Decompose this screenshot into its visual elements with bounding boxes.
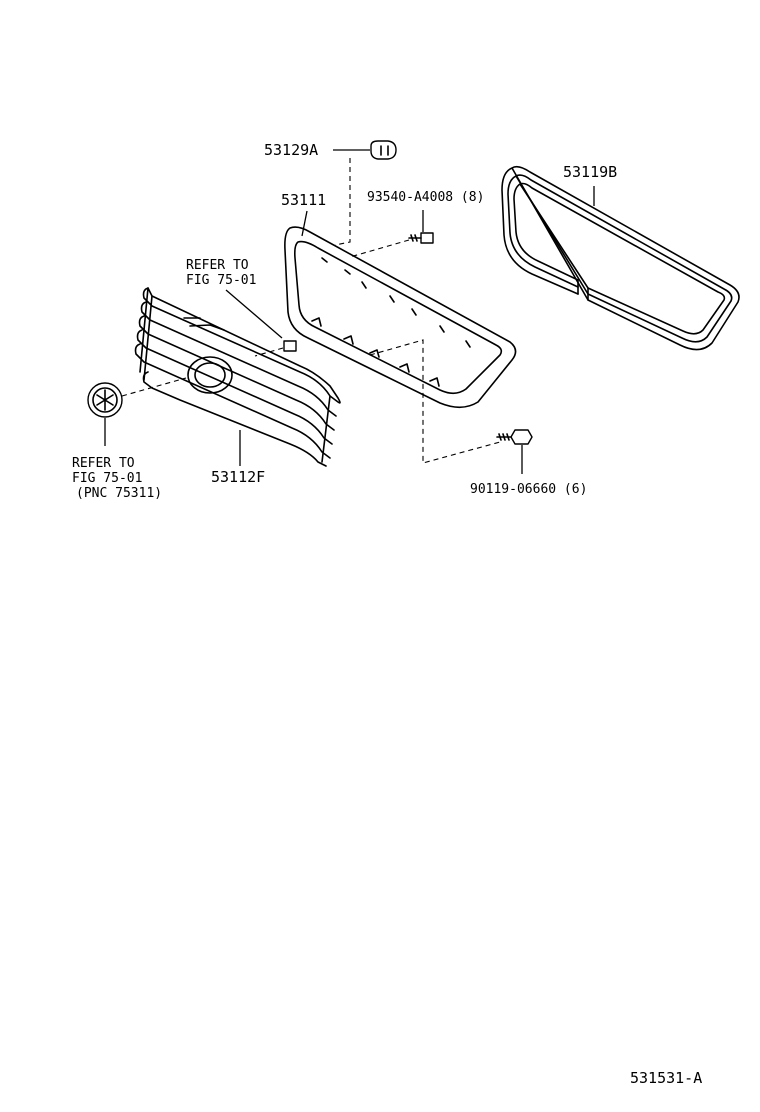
emblem[interactable] bbox=[87, 382, 123, 418]
grille-53112f[interactable] bbox=[134, 287, 341, 467]
diagram-id: 531531-A bbox=[630, 1069, 702, 1087]
refer-label-2-line1: REFER TO bbox=[72, 456, 135, 471]
dashed-guide-emblem bbox=[121, 377, 187, 397]
clip-53129a[interactable] bbox=[370, 140, 397, 160]
label-53119b: 53119B bbox=[563, 163, 617, 181]
label-53129a: 53129A bbox=[264, 141, 318, 159]
emblem-clip[interactable] bbox=[283, 340, 297, 352]
label-90119: 90119-06660 (6) bbox=[470, 482, 587, 497]
dashed-guide-screw bbox=[349, 239, 410, 258]
refer-label-1-line2: FIG 75-01 bbox=[186, 273, 256, 288]
dashed-guide-emblem-clip bbox=[254, 347, 284, 357]
dashed-guide-frame bbox=[369, 339, 501, 464]
leader-refer-1 bbox=[225, 289, 283, 339]
label-53111: 53111 bbox=[281, 191, 326, 209]
label-93540: 93540-A4008 (8) bbox=[367, 190, 484, 205]
grille-frame-53111[interactable] bbox=[284, 226, 517, 409]
seal-53119b[interactable] bbox=[501, 165, 740, 351]
refer-label-2-line2: FIG 75-01 bbox=[72, 471, 142, 486]
bolt-90119[interactable] bbox=[496, 429, 533, 445]
screw-93540[interactable] bbox=[408, 232, 434, 244]
leader-53111 bbox=[301, 210, 308, 237]
refer-label-2-line3: (PNC 75311) bbox=[76, 486, 162, 501]
dashed-guide-clip bbox=[334, 158, 351, 246]
refer-label-1-line1: REFER TO bbox=[186, 258, 249, 273]
label-53112f: 53112F bbox=[211, 468, 265, 486]
